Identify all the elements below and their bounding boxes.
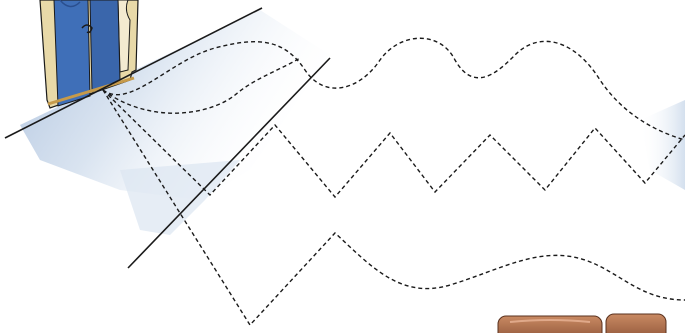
brick-left <box>497 315 603 333</box>
door-panel-right <box>89 0 121 93</box>
path-smooth-curve <box>102 57 301 114</box>
tracing-paths <box>102 37 685 327</box>
ground-shadow <box>20 10 330 200</box>
path-lower <box>102 89 685 327</box>
door-step <box>47 76 135 106</box>
door-arch-detail <box>59 0 81 8</box>
door-icon <box>39 0 139 109</box>
path-zigzag-middle <box>102 89 685 199</box>
brick-highlight <box>509 319 591 323</box>
door-frame-right-trim <box>117 0 131 73</box>
ground-shadow-lower <box>120 160 240 235</box>
brick-wall-icon <box>497 313 667 333</box>
ground-edge-bottom <box>127 57 331 269</box>
brick-right <box>605 313 667 333</box>
door-knocker-icon <box>81 24 93 34</box>
path-wavy-top <box>102 37 685 141</box>
right-edge-glow <box>640 100 685 190</box>
door-panel-left <box>53 0 91 107</box>
ground-edge-top <box>4 7 263 139</box>
